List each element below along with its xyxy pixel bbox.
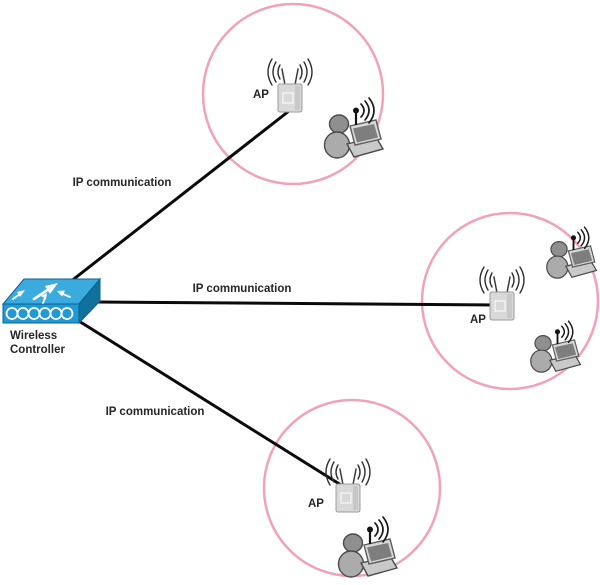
wireless-client-icon-right-cell-2 [529,320,582,374]
ap-icon-right [479,266,525,321]
controller-label-line1: Wireless [10,330,57,342]
link-line-top [68,109,291,284]
link-label-bottom: IP communication [106,406,205,418]
link-line-middle [95,300,499,307]
coverage-area-top [201,2,385,186]
controller-label-line2: Controller [10,344,65,356]
wireless-client-icon-right-cell-1 [545,226,598,280]
coverage-area-right [420,211,600,391]
link-line-bottom [72,316,351,492]
wireless-client-icon-bottom-cell [337,515,399,579]
link-label-top: IP communication [73,177,172,189]
wireless-client-icon-top-cell [323,96,385,160]
ap-label-right: AP [470,314,486,326]
link-label-middle: IP communication [193,283,292,295]
ap-icon-bottom [325,458,371,513]
ap-label-top: AP [253,89,269,101]
wireless-controller-icon [1,277,102,325]
ap-icon-top [267,58,313,113]
ap-label-bottom: AP [308,498,324,510]
